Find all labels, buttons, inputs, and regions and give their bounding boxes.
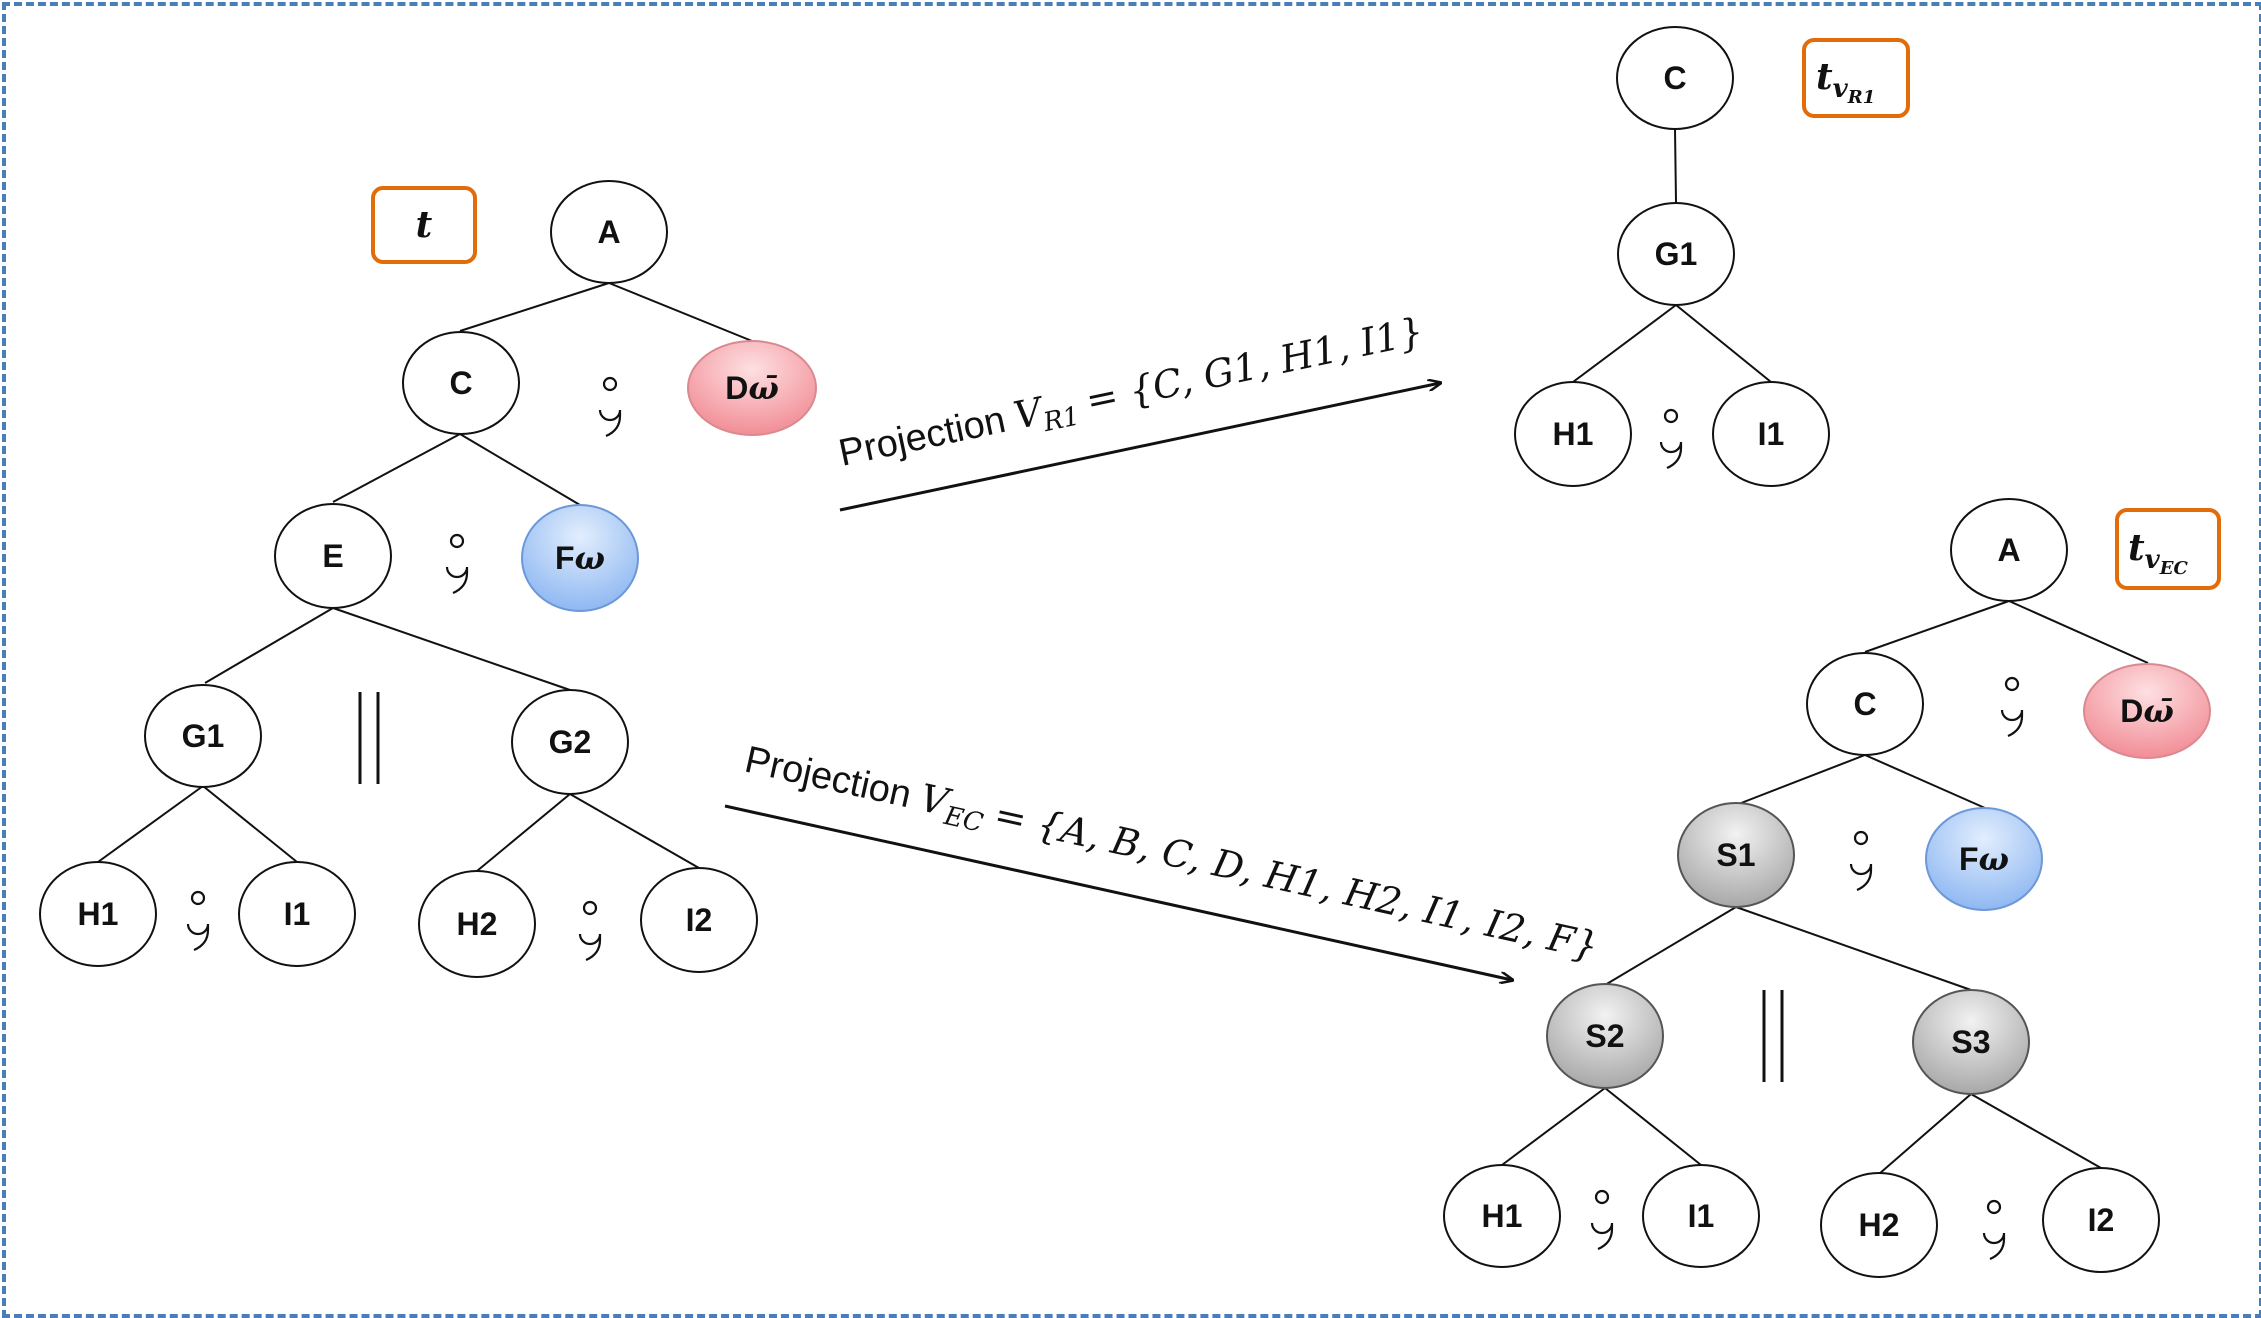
svg-text:C: C bbox=[449, 365, 472, 401]
svg-text:G1: G1 bbox=[182, 718, 225, 754]
tag-t: t bbox=[371, 186, 477, 264]
svg-text:H1: H1 bbox=[1482, 1198, 1523, 1234]
node-I2: I2 bbox=[640, 867, 758, 973]
node-A: A bbox=[550, 180, 668, 284]
tag-tvEC: tvEC bbox=[2115, 508, 2221, 590]
svg-text:H1: H1 bbox=[1553, 416, 1594, 452]
seq-operator-icon bbox=[445, 533, 469, 595]
svg-text:H2: H2 bbox=[1859, 1207, 1900, 1243]
tree-tvR1 bbox=[1572, 128, 1772, 383]
svg-text:tvR1: tvR1 bbox=[1816, 56, 1875, 108]
node-A: A bbox=[1950, 498, 2068, 602]
seq-operator-icon bbox=[1982, 1199, 2006, 1261]
node-S2: S2 bbox=[1546, 983, 1664, 1089]
node-F-omega: Fω bbox=[521, 504, 639, 612]
node-G1: G1 bbox=[1617, 202, 1735, 306]
node-I1: I1 bbox=[238, 861, 356, 967]
svg-text:I1: I1 bbox=[1688, 1198, 1715, 1234]
projection-arrow-ec: ProjectionVEC= {A, B, C, D, H1, H2, I1, … bbox=[724, 737, 1603, 980]
svg-text:Dω̄: Dω̄ bbox=[725, 369, 779, 407]
seq-operator-icon bbox=[2000, 676, 2024, 738]
svg-text:H1: H1 bbox=[78, 896, 119, 932]
seq-operator-icon bbox=[1849, 830, 1873, 892]
node-I2: I2 bbox=[2042, 1167, 2160, 1273]
svg-text:E: E bbox=[322, 538, 343, 574]
node-H2: H2 bbox=[1820, 1172, 1938, 1278]
node-G2: G2 bbox=[511, 689, 629, 795]
node-H1: H1 bbox=[1443, 1164, 1561, 1268]
svg-text:G1: G1 bbox=[1655, 236, 1698, 272]
parallel-operator-icon bbox=[358, 692, 380, 784]
svg-text:S3: S3 bbox=[1951, 1024, 1990, 1060]
node-G1: G1 bbox=[144, 684, 262, 788]
svg-text:I2: I2 bbox=[2088, 1202, 2115, 1238]
parallel-operator-icon bbox=[1762, 990, 1784, 1082]
node-F-omega: Fω bbox=[1925, 807, 2043, 911]
svg-text:H2: H2 bbox=[457, 906, 498, 942]
svg-text:C: C bbox=[1663, 60, 1686, 96]
svg-text:S1: S1 bbox=[1716, 837, 1755, 873]
tag-t-label: t bbox=[416, 204, 433, 246]
svg-text:A: A bbox=[1997, 532, 2020, 568]
node-C: C bbox=[1616, 26, 1734, 130]
node-S1: S1 bbox=[1677, 802, 1795, 908]
tag-tvR1: tvR1 bbox=[1802, 38, 1910, 118]
svg-text:tvEC: tvEC bbox=[2128, 527, 2188, 579]
node-I1: I1 bbox=[1712, 381, 1830, 487]
node-H1: H1 bbox=[1514, 381, 1632, 487]
projection-r1-label: ProjectionVR1= {C, G1, H1, I1} bbox=[835, 309, 1429, 481]
node-D-omega-bar: Dω̄ bbox=[687, 340, 817, 436]
svg-text:C: C bbox=[1853, 686, 1876, 722]
svg-text:I2: I2 bbox=[686, 902, 713, 938]
svg-text:Fω: Fω bbox=[555, 539, 605, 577]
svg-text:Fω: Fω bbox=[1959, 840, 2009, 878]
seq-operator-icon bbox=[1590, 1189, 1614, 1251]
seq-operator-icon bbox=[1659, 408, 1683, 470]
seq-operator-icon bbox=[186, 890, 210, 952]
projection-ec-label: ProjectionVEC= {A, B, C, D, H1, H2, I1, … bbox=[740, 737, 1603, 975]
svg-text:Dω̄: Dω̄ bbox=[2120, 692, 2174, 730]
tree-tvEC bbox=[1501, 600, 2149, 1175]
node-H1: H1 bbox=[39, 861, 157, 967]
seq-operator-icon bbox=[598, 376, 622, 438]
node-S3: S3 bbox=[1912, 989, 2030, 1095]
projection-arrow-r1: ProjectionVR1= {C, G1, H1, I1} bbox=[835, 309, 1440, 512]
node-I1: I1 bbox=[1642, 1164, 1760, 1268]
node-H2: H2 bbox=[418, 870, 536, 978]
seq-operator-icon bbox=[578, 900, 602, 962]
node-C: C bbox=[1806, 652, 1924, 756]
tree-t bbox=[97, 282, 753, 872]
svg-text:I1: I1 bbox=[1758, 416, 1785, 452]
svg-text:A: A bbox=[597, 214, 620, 250]
svg-text:S2: S2 bbox=[1585, 1018, 1624, 1054]
node-D-omega-bar: Dω̄ bbox=[2083, 663, 2211, 759]
svg-text:G2: G2 bbox=[549, 724, 592, 760]
node-E: E bbox=[274, 503, 392, 609]
node-C: C bbox=[402, 331, 520, 435]
svg-text:I1: I1 bbox=[284, 896, 311, 932]
